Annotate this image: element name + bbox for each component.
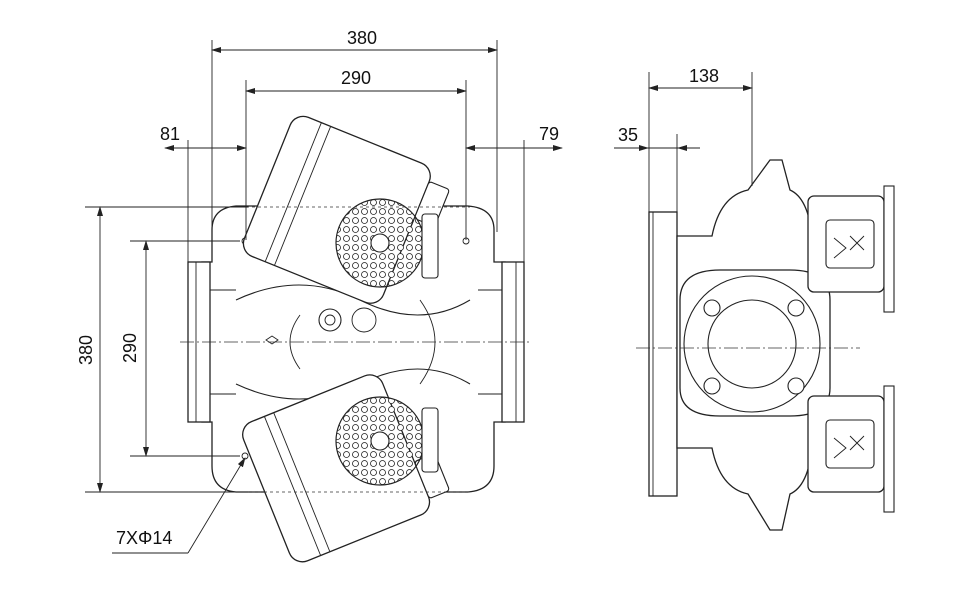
front-view: 380 290 81 79 380 290 7XΦ14 (76, 28, 563, 563)
dim-label-top-overall: 380 (347, 28, 377, 48)
switch-valve (318, 308, 342, 332)
dim-label-left-offset: 81 (160, 124, 180, 144)
dim-label-left-overall: 380 (76, 335, 96, 365)
side-flange-plate (648, 211, 678, 497)
side-port-inner (707, 299, 797, 389)
side-view: 138 35 (614, 66, 895, 531)
dim-label-left-inner: 290 (120, 333, 140, 363)
dim-label-right-offset: 79 (539, 124, 559, 144)
dim-label-top-inner: 290 (341, 68, 371, 88)
dim-label-side-depth: 138 (689, 66, 719, 86)
holes-callout-label: 7XΦ14 (116, 528, 172, 548)
dim-label-side-flange: 35 (618, 125, 638, 145)
